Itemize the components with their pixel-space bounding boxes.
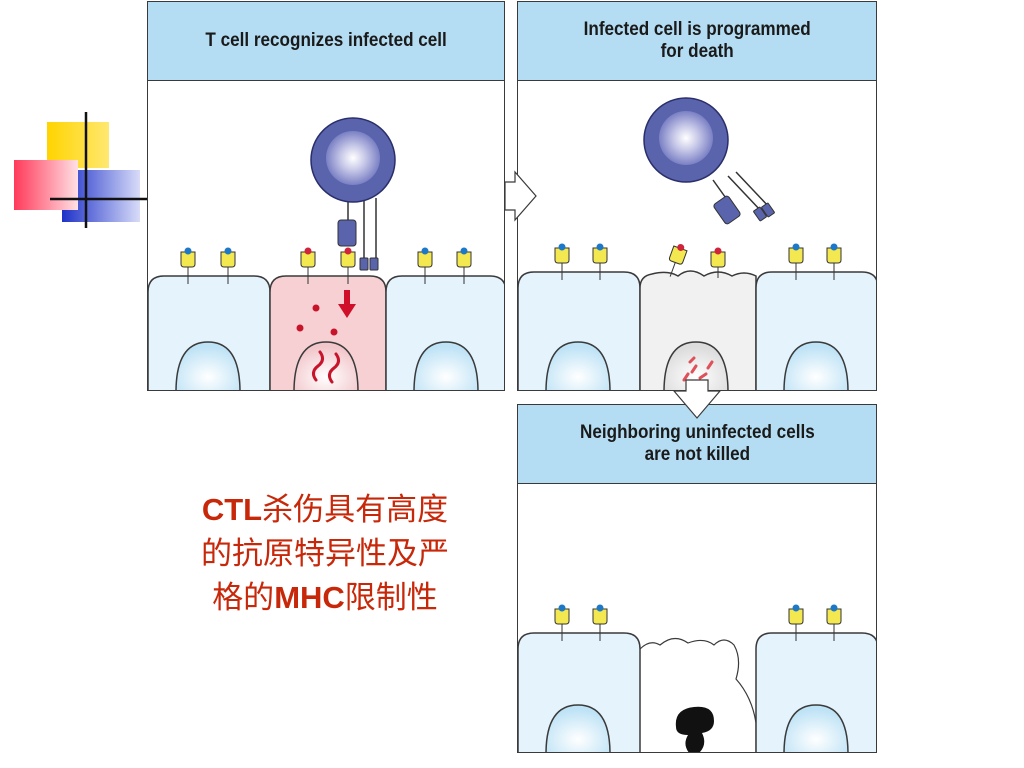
cell-nucleus xyxy=(783,341,849,390)
epithelial-cell xyxy=(518,632,641,752)
panel-programmed-for-death: Infected cell is programmed for death xyxy=(517,1,877,391)
mhc-molecule-icon xyxy=(554,604,570,641)
apoptotic-cell-remnant xyxy=(639,637,757,752)
panel-t-cell-recognizes: T cell recognizes infected cell xyxy=(147,1,505,391)
mhc-molecule-icon xyxy=(300,247,316,284)
infected-nucleus xyxy=(293,341,359,390)
caption-text: 限制性 xyxy=(344,580,438,616)
programmed-death-diagram xyxy=(518,97,876,390)
mhc-molecule-icon xyxy=(668,243,688,277)
arrow-down-icon xyxy=(338,290,356,318)
panel-title: Neighboring uninfected cells are not kil… xyxy=(579,422,815,465)
cell-nucleus xyxy=(545,704,611,752)
neighbor-cells-diagram xyxy=(518,604,876,752)
mhc-molecule-icon xyxy=(220,247,236,284)
caption-line-1: CTL杀伤具有高度 xyxy=(160,488,490,532)
cell-nucleus xyxy=(545,341,611,390)
mhc-molecule-icon xyxy=(456,247,472,284)
epithelial-cell xyxy=(755,271,876,390)
mhc-molecule-icon xyxy=(826,243,842,280)
t-cell-icon xyxy=(310,117,396,271)
epithelial-cell xyxy=(755,632,876,752)
mhc-molecule-icon xyxy=(592,604,608,641)
mhc-molecule-icon xyxy=(340,247,356,284)
caption-text: 格的 xyxy=(212,580,275,616)
mhc-molecule-icon xyxy=(788,604,804,641)
mhc-molecule-icon xyxy=(788,243,804,280)
panel-header: Neighboring uninfected cells are not kil… xyxy=(518,405,876,484)
mhc-molecule-icon xyxy=(592,243,608,280)
caption-text: 的抗原特异性及严 xyxy=(201,536,449,572)
caption-line-3: 格的MHC限制性 xyxy=(160,576,490,620)
condensed-nucleus xyxy=(675,706,714,752)
t-cell-icon xyxy=(643,97,775,225)
mhc-molecule-icon xyxy=(180,247,196,284)
panel-neighbors-not-killed: Neighboring uninfected cells are not kil… xyxy=(517,404,877,753)
recognition-diagram xyxy=(148,117,504,390)
cell-nucleus xyxy=(783,704,849,752)
caption-ctl: CTL xyxy=(201,492,263,527)
cell-nucleus xyxy=(413,341,479,390)
virus-fragment-icon xyxy=(327,352,341,384)
mhc-molecule-icon xyxy=(826,604,842,641)
caption-line-2: 的抗原特异性及严 xyxy=(160,532,490,576)
virus-fragment-icon xyxy=(311,350,325,382)
caption-text: 杀伤具有高度 xyxy=(262,492,449,528)
mhc-molecule-icon xyxy=(554,243,570,280)
panel-header: T cell recognizes infected cell xyxy=(148,2,504,81)
mhc-molecule-icon xyxy=(417,247,433,284)
virus-fragment-icon xyxy=(682,356,714,382)
panel-header: Infected cell is programmed for death xyxy=(518,2,876,81)
slide-corner-decoration xyxy=(14,112,148,228)
panel-title: Infected cell is programmed for death xyxy=(583,19,811,62)
mhc-molecule-icon xyxy=(710,247,726,278)
caption-mhc: MHC xyxy=(274,580,345,615)
caption: CTL杀伤具有高度 的抗原特异性及严 格的MHC限制性 xyxy=(160,488,490,620)
cell-nucleus xyxy=(175,341,241,390)
epithelial-cell xyxy=(385,275,504,390)
panel-title: T cell recognizes infected cell xyxy=(205,30,447,51)
